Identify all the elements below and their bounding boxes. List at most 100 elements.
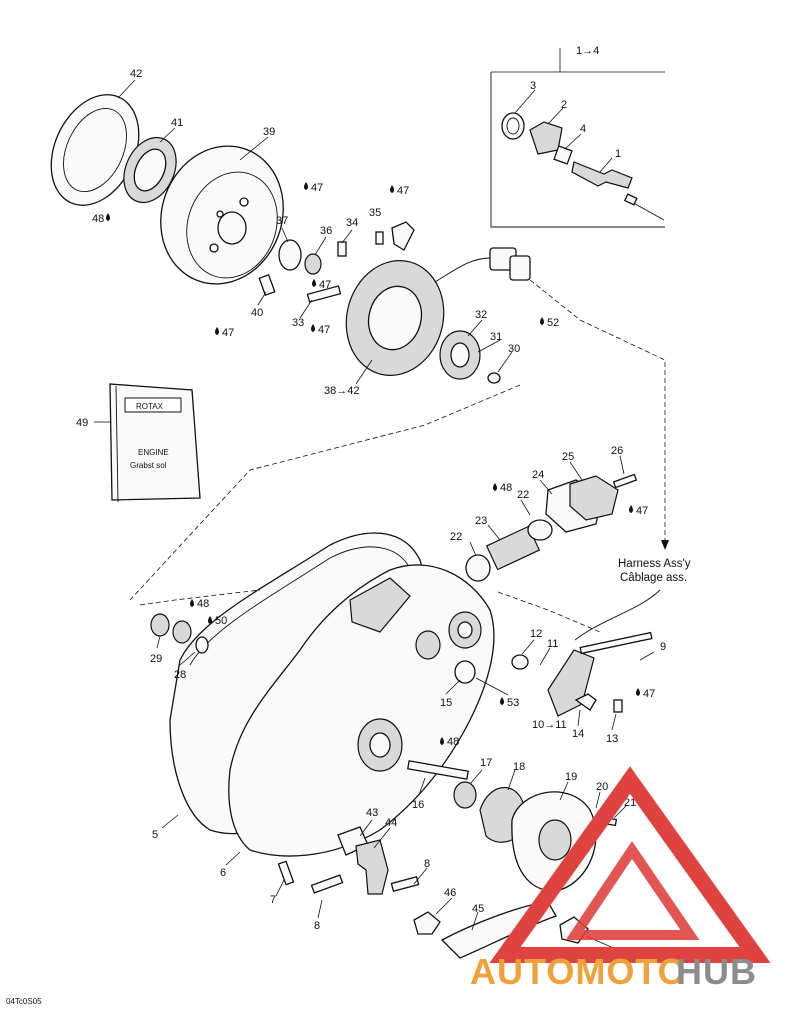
seal-22-part [465,554,491,582]
lube-mark-48-a: 48 [92,213,110,225]
shaft-16-part [407,760,469,780]
bolt-8b-part [390,875,420,893]
callout-7: 7 [270,894,276,906]
sensor-adapter-part [529,121,563,155]
callout-35: 35 [369,207,381,219]
callout-41: 41 [171,117,183,129]
svg-text:47: 47 [222,327,234,339]
manual-brand: ROTAX [136,402,164,411]
water-pump-sensor-group [445,591,655,731]
bolt-35-part [375,231,384,245]
seal-22b-part [527,519,553,541]
callout-22-right: 22 [517,489,529,501]
harness-label-en: Harness Ass'y [618,558,691,570]
callout-18: 18 [513,761,525,773]
thermostat-cover-part [569,475,619,521]
callout-11: 11 [547,638,558,650]
harness-label-fr: Câblage ass. [620,572,687,584]
svg-text:48: 48 [500,482,512,494]
callout-9: 9 [660,641,666,653]
callout-3: 3 [530,80,536,92]
lube-mark-48-d: 48 [440,736,459,748]
clip-part [391,221,415,251]
lubricant-marks: 47 47 47 47 47 47 47 48 48 48 48 50 52 5… [92,182,655,748]
lube-mark-47-b: 47 [390,185,409,197]
lube-mark-47-a: 47 [304,182,323,194]
callout-49: 49 [76,417,88,429]
svg-text:48: 48 [197,598,209,610]
svg-text:50: 50 [215,615,227,627]
flywheel-hub [217,211,247,245]
screw-13-part [613,699,623,713]
watermark-triangle [489,766,771,963]
bolt-26-part [612,473,638,489]
watermark-logo: AUTOMOTO HUB [470,766,771,992]
lube-mark-47-f: 47 [629,505,648,517]
callout-25: 25 [562,451,574,463]
svg-text:47: 47 [397,185,409,197]
o-ring-12-part [511,654,529,670]
watermark-text-gray: HUB [676,951,757,992]
svg-text:47: 47 [636,505,648,517]
seal-29-part [150,613,170,637]
callout-29: 29 [150,653,162,665]
seal-15-part [454,660,476,684]
callout-14: 14 [572,728,584,740]
callout-labels: 1 2 3 4 5 6 7 8 8 9 10→11 11 12 13 14 15… [76,68,666,965]
lube-mark-48-c: 48 [190,598,209,610]
svg-text:47: 47 [319,279,331,291]
callout-34: 34 [346,217,358,229]
callout-1: 1 [615,148,621,160]
callout-36: 36 [320,225,332,237]
callout-39: 39 [263,126,275,138]
nut-30-part [487,372,501,384]
callout-32: 32 [475,309,487,321]
callout-22-left: 22 [450,531,462,543]
seal-17-part [453,781,477,809]
manual-subtitle: Grabst sol [130,461,167,470]
svg-text:48: 48 [92,213,104,225]
callout-19: 19 [565,771,577,783]
lube-mark-48-b: 48 [493,482,512,494]
seal-28-part [195,636,209,654]
starter-gear-part [278,239,302,271]
watermark-text-orange: AUTOMOTO [470,951,687,992]
callout-5: 5 [152,829,158,841]
callout-6: 6 [220,867,226,879]
clamp-46-part [413,911,441,935]
callout-43: 43 [366,807,378,819]
gasket-part [553,145,573,165]
thermostat-group [465,455,638,582]
engine-manual-booklet: ROTAX ENGINE Grabst sol [94,383,201,503]
svg-text:47: 47 [318,324,330,336]
callout-4: 4 [580,123,586,135]
callout-10-11: 10→11 [532,719,567,731]
elbow-44-part [355,839,389,895]
callout-33: 33 [292,317,304,329]
lube-mark-53: 53 [500,697,519,709]
washer-part [304,253,322,275]
kit-box: 1→4 [490,45,665,228]
callout-30: 30 [508,343,520,355]
clip-14-part [574,693,597,711]
callout-16: 16 [412,799,424,811]
callout-42: 42 [130,68,142,80]
sensor-part [571,161,633,189]
harness-note: Harness Ass'y Câblage ass. [574,558,691,641]
bolt-9-part [579,631,653,655]
callout-45: 45 [472,903,484,915]
svg-text:52: 52 [547,317,559,329]
callout-46-upper: 46 [444,887,456,899]
bolt-40-part [258,273,276,297]
bolt-34-part [337,241,347,257]
callout-23: 23 [475,515,487,527]
lube-mark-47-g: 47 [636,688,655,700]
callout-15: 15 [440,697,452,709]
svg-text:47: 47 [643,688,655,700]
callout-38-42: 38→42 [324,385,359,397]
callout-21: 21 [624,797,636,809]
flywheel-assembly [50,79,669,601]
callout-24: 24 [532,469,544,481]
lube-mark-47-c: 47 [312,279,331,291]
figure-code: 04Tc0S05 [6,997,42,1006]
